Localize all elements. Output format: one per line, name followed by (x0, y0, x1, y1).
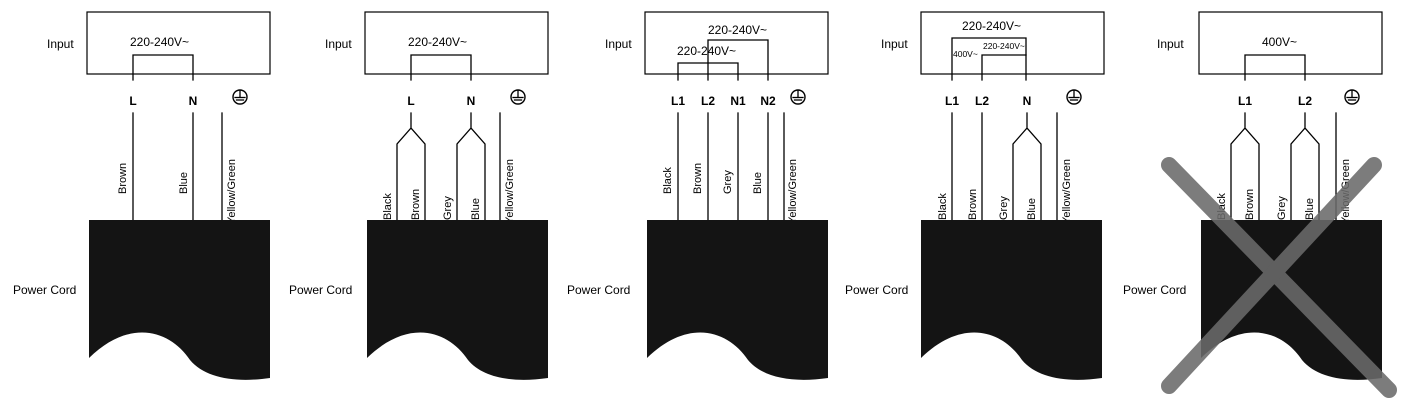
wire-label-blue: Blue (1026, 198, 1038, 220)
wire-label-blue: Blue (1304, 198, 1316, 220)
voltage-label-outer: 220-240V~ (708, 23, 767, 37)
wire-fork-l2 (1290, 112, 1320, 221)
power-cord-block (647, 220, 828, 380)
wire-label-brown: Brown (967, 189, 979, 220)
input-link (132, 54, 194, 81)
wire-label-grey: Grey (722, 170, 734, 194)
terminal-l2: L2 (1298, 94, 1312, 108)
terminal-l1: L1 (1238, 94, 1252, 108)
wire-label-grey: Grey (1276, 196, 1288, 220)
voltage-label-inner: 220-240V~ (677, 44, 736, 58)
terminal-l2: L2 (701, 94, 715, 108)
input-link-outer (951, 37, 1027, 81)
input-box (1198, 11, 1383, 75)
input-link-inner (981, 54, 1027, 81)
earth-ground-icon (510, 89, 526, 105)
panel-two-phase-two-neutral: Input 220-240V~ 220-240V~ L1 L2 N1 N2 Bl… (567, 11, 829, 380)
terminal-n1: N1 (730, 94, 746, 108)
wire-label-yellow-green: Yellow/Green (504, 159, 516, 224)
wire-label-brown: Brown (117, 163, 129, 194)
wire-label-brown: Brown (1244, 189, 1256, 220)
power-cord-block (921, 220, 1102, 380)
terminal-n: N (1023, 94, 1032, 108)
panel-single-phase: Input 220-240V~ L N Brown Blue Yellow/Gr… (13, 11, 271, 380)
wire-label-blue: Blue (470, 198, 482, 220)
wire-label-black: Black (662, 167, 674, 194)
earth-ground-icon (1066, 89, 1082, 105)
power-cord-label: Power Cord (1123, 283, 1186, 297)
earth-ground-icon (790, 89, 806, 105)
wire-label-yellow-green: Yellow/Green (1061, 159, 1073, 224)
terminal-l: L (407, 94, 414, 108)
voltage-label: 400V~ (1262, 35, 1297, 49)
input-box (920, 11, 1105, 75)
voltage-label: 220-240V~ (130, 35, 189, 49)
power-cord-label: Power Cord (13, 283, 76, 297)
input-label: Input (881, 37, 908, 51)
voltage-label-l1-l2: 400V~ (953, 49, 978, 59)
power-cord-block (367, 220, 548, 380)
input-link (1244, 54, 1306, 81)
terminal-l1: L1 (945, 94, 959, 108)
wire-fork-l1 (1230, 112, 1260, 221)
wire-label-black: Black (937, 193, 949, 220)
input-link (410, 54, 472, 81)
voltage-label-outer: 220-240V~ (962, 19, 1021, 33)
wire-fork-n (456, 112, 486, 221)
earth-ground-icon (232, 89, 248, 105)
cross-out-mark (1161, 157, 1397, 398)
wire-label-grey: Grey (442, 196, 454, 220)
power-cord-block (89, 220, 270, 380)
input-label: Input (1157, 37, 1184, 51)
input-box (86, 11, 271, 75)
panel-two-phase-one-neutral: Input 220-240V~ 400V~ 220-240V~ L1 L2 N … (845, 11, 1105, 380)
terminal-l: L (129, 94, 136, 108)
terminal-l1: L1 (671, 94, 685, 108)
wire-label-brown: Brown (692, 163, 704, 194)
power-cord-label: Power Cord (567, 283, 630, 297)
wire-label-grey: Grey (998, 196, 1010, 220)
input-label: Input (325, 37, 352, 51)
wire-label-blue: Blue (752, 172, 764, 194)
voltage-label-l2-n: 220-240V~ (983, 41, 1025, 51)
wire-fork-n (1012, 112, 1042, 221)
wire-fork-l (396, 112, 426, 221)
wire-label-blue: Blue (178, 172, 190, 194)
terminal-n: N (189, 94, 198, 108)
input-box (644, 11, 829, 75)
earth-ground-icon (1344, 89, 1360, 105)
terminal-n: N (467, 94, 476, 108)
voltage-label: 220-240V~ (408, 35, 467, 49)
power-cord-label: Power Cord (289, 283, 352, 297)
power-cord-label: Power Cord (845, 283, 908, 297)
input-box (364, 11, 549, 75)
wire-label-black: Black (382, 193, 394, 220)
wire-label-brown: Brown (410, 189, 422, 220)
wire-label-yellow-green: Yellow/Green (787, 159, 799, 224)
input-link-inner (677, 62, 739, 81)
input-label: Input (47, 37, 74, 51)
terminal-n2: N2 (760, 94, 776, 108)
input-label: Input (605, 37, 632, 51)
panel-single-phase-bridged: Input 220-240V~ L N Black Brown Grey Blu… (289, 11, 549, 380)
panel-two-phase-400v: Input 400V~ L1 L2 Black Brown Grey Blue … (1123, 11, 1397, 398)
terminal-l2: L2 (975, 94, 989, 108)
input-link-outer (707, 39, 769, 81)
wire-label-yellow-green: Yellow/Green (226, 159, 238, 224)
